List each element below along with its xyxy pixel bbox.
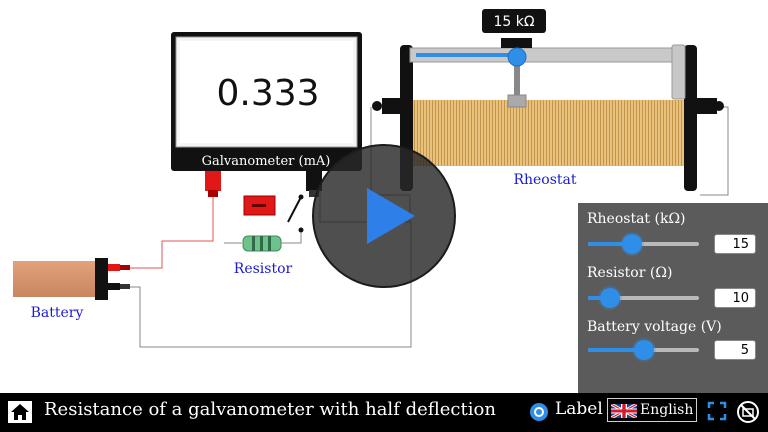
rheostat-right-stand [684,45,697,191]
home-icon[interactable] [8,401,32,423]
galvanometer-label: Galvanometer (mA) [202,154,331,169]
simulation-scene: 15 kΩ Rheostat 0.333 Galvanometer (mA) [13,9,729,348]
language-selector[interactable]: English [607,398,697,422]
resistor-slider-thumb[interactable] [600,288,621,308]
uk-flag-icon [611,404,637,418]
rheostat-handle[interactable] [507,47,527,67]
apparatus-diagram: 15 kΩ Rheostat 0.333 Galvanometer (mA) [13,9,729,348]
resistor: Resistor [234,235,293,277]
play-button[interactable] [312,144,456,288]
play-icon [367,188,415,244]
galvanometer-black-terminal [306,171,322,191]
battery-voltage-value-input[interactable]: 5 [714,340,756,360]
no-symbol-icon[interactable] [736,400,760,424]
rheostat-slider-thumb[interactable] [622,234,643,254]
bottom-bar: Resistance of a galvanometer with half d… [0,393,768,432]
page-title: Resistance of a galvanometer with half d… [44,399,496,420]
galvanometer-reading: 0.333 [216,73,319,114]
rheostat-slider[interactable] [588,234,699,254]
resistor-label: Resistor [234,261,293,277]
rheostat-control-label: Rheostat (kΩ) [587,211,686,227]
galvanometer-red-terminal [205,171,221,191]
rheostat-tooltip [482,9,546,33]
battery-voltage-slider-thumb[interactable] [633,340,654,360]
battery-label: Battery [31,305,84,321]
switch[interactable] [243,194,304,233]
battery: Battery [13,258,130,321]
rheostat-coil [410,100,694,166]
label-toggle-text[interactable]: Label [555,399,603,419]
battery-voltage-control-label: Battery voltage (V) [587,319,722,335]
rheostat-label: Rheostat [513,172,576,188]
radio-icon[interactable] [529,402,549,422]
controls-panel: Rheostat (kΩ) 15 Resistor (Ω) 10 Battery… [578,203,768,393]
galvanometer: 0.333 Galvanometer (mA) [171,32,362,197]
fullscreen-icon[interactable] [707,401,727,421]
rheostat-tooltip-text: 15 kΩ [493,14,534,30]
rheostat-value-input[interactable]: 15 [714,234,756,254]
battery-voltage-slider[interactable] [588,340,699,360]
resistor-control-label: Resistor (Ω) [587,265,673,281]
resistor-value-input[interactable]: 10 [714,288,756,308]
resistor-slider[interactable] [588,288,699,308]
rheostat-slider-contact[interactable] [507,94,527,108]
language-label: English [640,402,694,418]
